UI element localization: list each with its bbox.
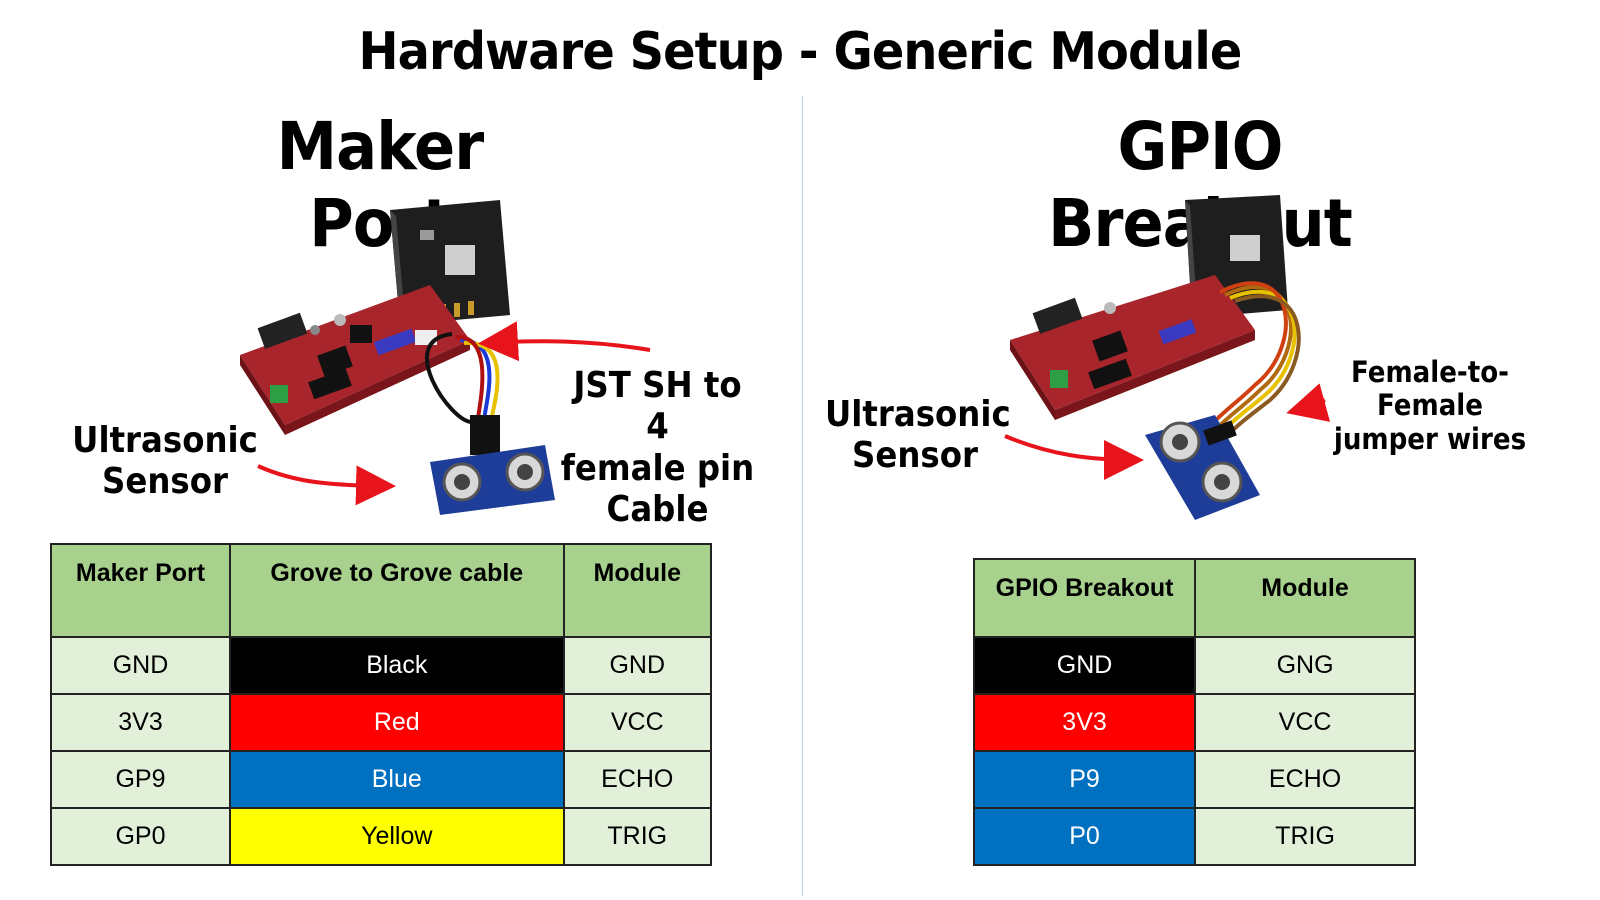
maker-port-cell: GP0 — [50, 807, 231, 866]
table-row: P0 TRIG — [972, 807, 1416, 866]
gpio-pin-cell: P0 — [972, 807, 1197, 866]
cable-color-cell: Red — [229, 693, 565, 752]
table-row: 3V3 VCC — [972, 693, 1416, 752]
callout-line: Ultrasonic — [72, 420, 258, 461]
callout-line: female pin — [560, 447, 755, 489]
table-row: GP0 Yellow TRIG — [50, 807, 713, 866]
maker-port-pin-table: Maker Port Grove to Grove cable Module G… — [50, 543, 713, 866]
arrow-to-cable — [478, 321, 651, 362]
callout-arrows-left — [257, 321, 651, 506]
module-cell: ECHO — [1194, 750, 1416, 809]
arrow-to-sensor — [257, 464, 396, 506]
module-cell: GND — [562, 636, 713, 695]
callout-line: Female-to-Female — [1350, 355, 1510, 423]
arrow-to-sensor — [1004, 434, 1144, 480]
table-row: P9 ECHO — [972, 750, 1416, 809]
callout-line: Cable — [606, 489, 709, 531]
gpio-pin-cell: P9 — [972, 750, 1197, 809]
callout-line: JST SH to 4 — [573, 365, 742, 448]
module-cell: TRIG — [1194, 807, 1416, 866]
maker-port-board-illustration — [240, 200, 555, 515]
maker-port-cell: GP9 — [50, 750, 231, 809]
module-cell: VCC — [1194, 693, 1416, 752]
maker-port-cell: GND — [50, 636, 231, 695]
callout-arrows-right — [1004, 383, 1331, 480]
module-cell: ECHO — [562, 750, 713, 809]
gpio-pin-cell: GND — [972, 636, 1197, 695]
header-module: Module — [562, 543, 713, 638]
cable-color-cell: Yellow — [229, 807, 565, 866]
module-cell: VCC — [562, 693, 713, 752]
gpio-breakout-pin-table: GPIO Breakout Module GND GNG 3V3 VCC P9 … — [972, 558, 1416, 866]
arrow-to-wires — [1286, 383, 1331, 422]
table-row: GND Black GND — [50, 636, 713, 695]
callout-line: Sensor — [102, 461, 228, 503]
cable-color-cell: Black — [229, 636, 565, 695]
header-module: Module — [1194, 558, 1416, 638]
cable-color-cell: Blue — [229, 750, 565, 809]
jumper-wires-callout: Female-to-Female jumper wires — [1313, 355, 1547, 456]
ultrasonic-sensor-callout-right: Ultrasonic Sensor — [825, 394, 1011, 477]
gpio-breakout-board-illustration — [1010, 195, 1301, 520]
table-row: GP9 Blue ECHO — [50, 750, 713, 809]
module-cell: GNG — [1194, 636, 1416, 695]
table-row: 3V3 Red VCC — [50, 693, 713, 752]
gpio-pin-cell: 3V3 — [972, 693, 1197, 752]
header-grove-cable: Grove to Grove cable — [229, 543, 565, 638]
table-header-row: GPIO Breakout Module — [972, 558, 1416, 638]
section-divider — [802, 96, 803, 896]
callout-line: Sensor — [852, 435, 978, 477]
table-header-row: Maker Port Grove to Grove cable Module — [50, 543, 713, 638]
callout-line: Ultrasonic — [825, 394, 1011, 435]
page-title: Hardware Setup - Generic Module — [358, 22, 1243, 82]
jst-cable-callout: JST SH to 4 female pin Cable — [561, 365, 755, 531]
maker-port-cell: 3V3 — [50, 693, 231, 752]
ultrasonic-sensor-callout: Ultrasonic Sensor — [71, 420, 260, 503]
header-gpio-breakout: GPIO Breakout — [972, 558, 1197, 638]
header-maker-port: Maker Port — [50, 543, 231, 638]
callout-line: jumper wires — [1333, 421, 1527, 456]
table-row: GND GNG — [972, 636, 1416, 695]
module-cell: TRIG — [562, 807, 713, 866]
